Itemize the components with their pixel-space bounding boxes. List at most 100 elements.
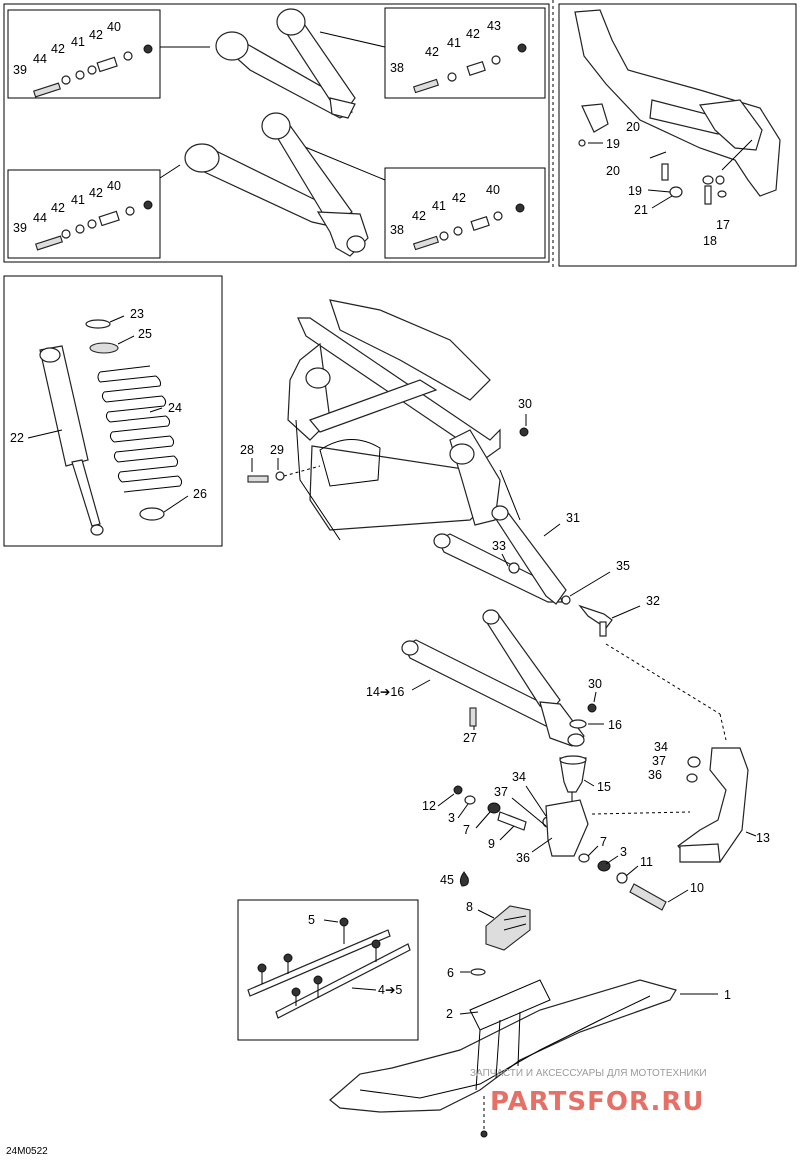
label-41-a: 41 [71, 35, 85, 49]
label-40-b: 40 [107, 179, 121, 193]
shock-absorber [39, 345, 104, 536]
watermark-tagline: ЗАПЧАСТИ И АКСЕССУАРЫ ДЛЯ МОТОТЕХНИКИ [470, 1068, 707, 1079]
label-3-a: 3 [448, 811, 455, 825]
label-27: 27 [463, 731, 477, 745]
hardware-row-top-mid: 38 42 41 42 43 [390, 19, 527, 94]
label-37-a: 37 [494, 785, 508, 799]
label-41-d: 41 [432, 199, 446, 213]
label-36-a: 36 [516, 851, 530, 865]
label-42-a: 42 [51, 42, 65, 56]
label-7-a: 7 [463, 823, 470, 837]
knuckle-hardware [453, 785, 667, 911]
label-31: 31 [566, 511, 580, 525]
label-6: 6 [447, 966, 454, 980]
label-42-h: 42 [452, 191, 466, 205]
label-25: 25 [138, 327, 152, 341]
label-42-d: 42 [466, 27, 480, 41]
label-4-5: 4➔5 [378, 983, 402, 997]
label-40-c: 40 [486, 183, 500, 197]
washer-6 [470, 968, 486, 976]
label-44-b: 44 [33, 211, 47, 225]
label-1: 1 [724, 988, 731, 1002]
label-39-b: 39 [13, 221, 27, 235]
bolt-28 [247, 475, 269, 483]
label-42-g: 42 [412, 209, 426, 223]
lower-a-arm [401, 609, 585, 747]
label-42-f: 42 [89, 186, 103, 200]
label-41-c: 41 [71, 193, 85, 207]
label-2: 2 [446, 1007, 453, 1021]
label-23: 23 [130, 307, 144, 321]
ski-bumper-8 [485, 905, 531, 951]
lower-a-arm-detail [184, 112, 369, 257]
label-16: 16 [608, 718, 622, 732]
label-22: 22 [10, 431, 24, 445]
label-39-a: 39 [13, 63, 27, 77]
label-30-a: 30 [518, 397, 532, 411]
label-45: 45 [440, 873, 454, 887]
label-30-b: 30 [588, 677, 602, 691]
watermark-brand: PARTSFOR.RU [490, 1087, 704, 1117]
carbide-runners [247, 917, 411, 1019]
label-20-b: 20 [606, 164, 620, 178]
label-42-b: 42 [89, 28, 103, 42]
chassis-frame [287, 299, 521, 541]
label-9: 9 [488, 837, 495, 851]
label-20-a: 20 [626, 120, 640, 134]
label-37-b: 37 [652, 754, 666, 768]
label-34-b: 34 [654, 740, 668, 754]
label-26: 26 [193, 487, 207, 501]
hardware-box-top-mid [384, 7, 546, 99]
label-43: 43 [487, 19, 501, 33]
label-32: 32 [646, 594, 660, 608]
label-33: 33 [492, 539, 506, 553]
spindle-15 [559, 755, 587, 808]
label-38-a: 38 [390, 61, 404, 75]
label-44-a: 44 [33, 52, 47, 66]
ski-leg-13 [677, 747, 749, 863]
upper-a-arm-detail [215, 8, 356, 119]
label-8: 8 [466, 900, 473, 914]
spring-seat-25 [89, 342, 119, 354]
label-40-a: 40 [107, 20, 121, 34]
label-10: 10 [690, 881, 704, 895]
label-3-b: 3 [620, 845, 627, 859]
label-38-b: 38 [390, 223, 404, 237]
shock-detail-frame [3, 275, 223, 547]
runner-detail-frame [237, 899, 419, 1041]
label-19-a: 19 [606, 137, 620, 151]
label-34-a: 34 [512, 770, 526, 784]
label-42-c: 42 [425, 45, 439, 59]
hardware-box-top-left [7, 9, 161, 99]
label-35: 35 [616, 559, 630, 573]
spring-seat-23 [85, 319, 111, 329]
hardware-row-top-left: 39 44 42 41 42 40 [13, 20, 153, 98]
hardware-row-bot-left: 39 44 42 41 42 40 [13, 179, 153, 251]
label-28: 28 [240, 443, 254, 457]
ski-1 [329, 979, 677, 1113]
ball-joint-32 [578, 604, 613, 637]
label-14-16: 14➔16 [366, 685, 404, 699]
label-21: 21 [634, 203, 648, 217]
label-41-b: 41 [447, 36, 461, 50]
hardware-row-bot-mid: 38 42 41 42 40 [390, 183, 525, 251]
label-15: 15 [597, 780, 611, 794]
label-12: 12 [422, 799, 436, 813]
label-24: 24 [168, 401, 182, 415]
label-36-b: 36 [648, 768, 662, 782]
label-13: 13 [756, 831, 770, 845]
label-18: 18 [703, 234, 717, 248]
hardware-box-bot-left [7, 169, 161, 259]
hardware-box-bot-mid [384, 167, 546, 259]
upper-a-arm [433, 505, 571, 605]
label-19-b: 19 [628, 184, 642, 198]
label-42-e: 42 [51, 201, 65, 215]
label-7-b: 7 [600, 835, 607, 849]
label-29: 29 [270, 443, 284, 457]
label-17: 17 [716, 218, 730, 232]
spring-retainer-26 [139, 507, 165, 521]
top-right-detail-frame [558, 3, 797, 267]
diagram-id: 24M0522 [6, 1146, 48, 1157]
coil-spring [97, 365, 183, 493]
